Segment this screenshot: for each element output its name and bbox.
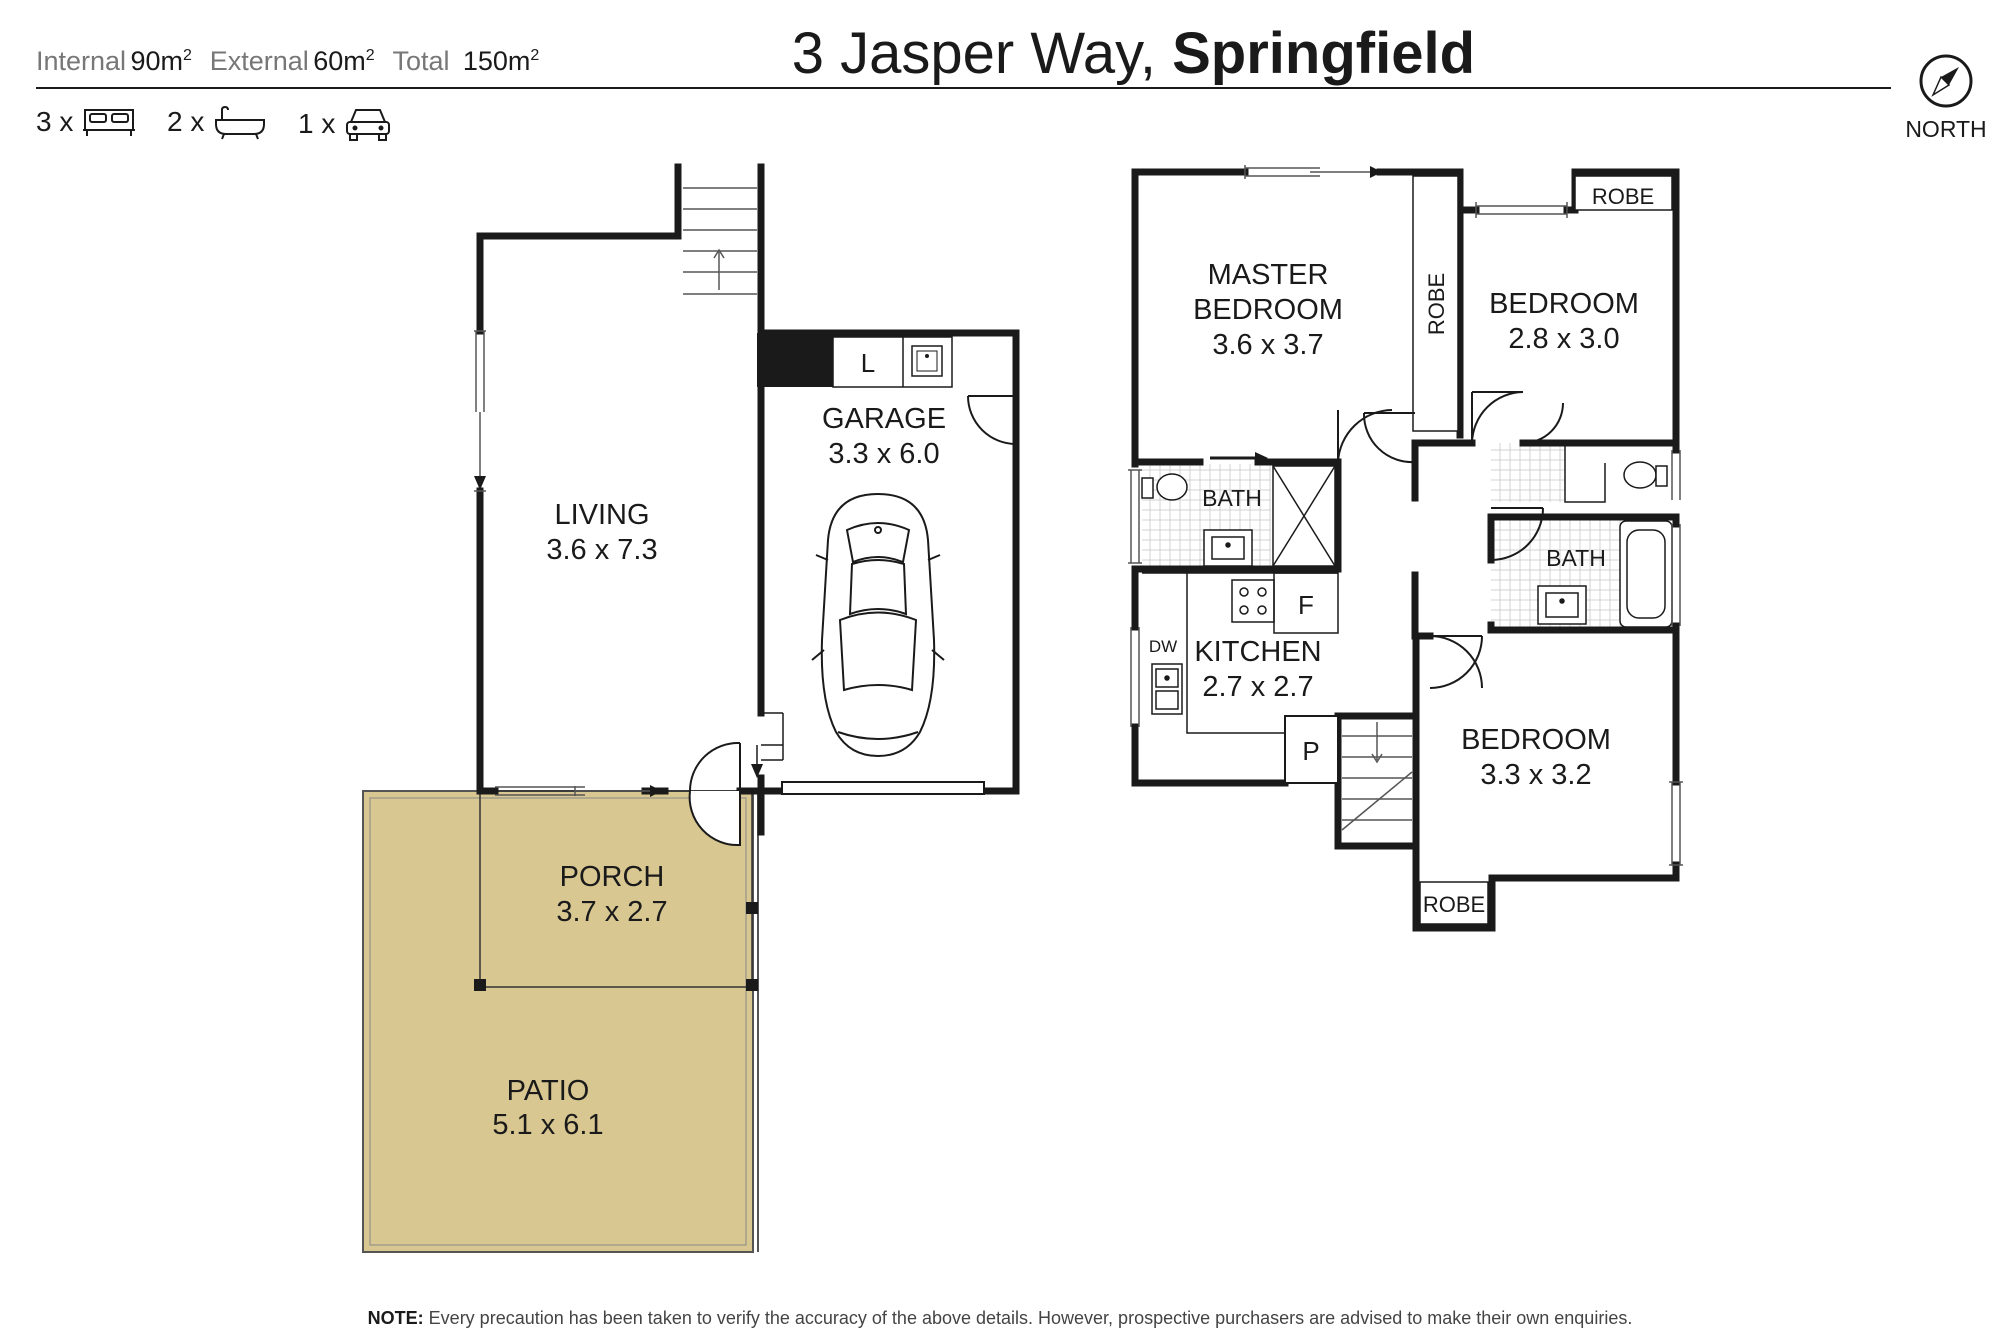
internal-door [756,712,784,770]
porch-door [688,790,741,847]
patio-area [363,791,753,1252]
compass-icon [1919,54,1973,108]
street-address: 3 Jasper Way, [791,21,1156,86]
garage-side-door [967,395,1017,445]
master-window [1244,165,1375,179]
bedroom2-name: BEDROOM [1489,288,1639,320]
bath2-label: BATH [1546,545,1606,571]
stairs-upper [1341,722,1413,831]
bedroom3-robe-label: ROBE [1423,892,1485,917]
patio-name: PATIO [507,1075,590,1107]
internal-value: 90m2 [130,46,192,76]
fridge-label: F [1298,590,1314,620]
dishwasher-label: DW [1149,637,1177,656]
bed-icon [83,109,136,136]
garage-roller-door [781,781,985,795]
bath2-door [1490,507,1544,561]
bedroom2-door [1471,391,1524,444]
bedroom2-size: 2.8 x 3.0 [1508,323,1619,355]
suburb-name: Springfield [1172,21,1475,86]
bedroom3-window [1669,781,1683,866]
disclaimer-note: NOTE: Every precaution has been taken to… [367,1308,1633,1328]
garage-name: GARAGE [822,403,946,435]
kitchen-fixtures [1142,572,1339,734]
compass-label: NORTH [1905,116,1986,142]
master-bedroom-name-2: BEDROOM [1193,294,1343,326]
bathtub-icon [215,105,266,140]
bedroom3-size: 3.3 x 3.2 [1480,759,1591,791]
patio-size: 5.1 x 6.1 [492,1109,603,1141]
laundry-label: L [861,348,875,378]
kitchen-name: KITCHEN [1194,636,1321,668]
kitchen-size: 2.7 x 2.7 [1202,671,1313,703]
master-door [1362,412,1416,464]
external-label: External [209,46,309,76]
master-bedroom-size: 3.6 x 3.7 [1212,329,1323,361]
upper-floor-walls [1131,168,1680,932]
living-window [474,330,486,492]
porch-size: 3.7 x 2.7 [556,896,667,928]
garage-size: 3.3 x 6.0 [828,438,939,470]
bathroom-count: 2 x [167,104,268,140]
car-icon [346,109,391,141]
internal-label: Internal [36,46,127,76]
car-icon [811,492,945,758]
total-label: Total [392,46,450,76]
laundry-tub-icon [911,345,943,377]
pantry [1284,715,1339,784]
living-size: 3.6 x 7.3 [546,534,657,566]
porch-name: PORCH [560,861,665,893]
room-labels: LIVING 3.6 x 7.3 GARAGE 3.3 x 6.0 PORCH … [492,259,1639,1141]
car-space-count: 1 x [298,104,393,144]
laundry-counter [832,336,953,388]
master-robe-label: ROBE [1424,273,1449,335]
bedroom-count: 3 x [36,104,137,140]
stairs-ground [683,187,757,295]
property-address: 3 Jasper Way, Springfield [792,20,1475,87]
total-value: 150m2 [462,46,540,76]
living-sliding-door [495,786,650,796]
bedroom2-robe [1574,175,1673,211]
external-value: 60m2 [313,46,375,76]
bath2-fixtures [1537,461,1673,628]
kitchen-window [1130,627,1140,727]
pantry-label: P [1302,736,1319,766]
bath1-window [1128,469,1142,564]
bath2-window [1671,450,1681,626]
master-robe [1412,175,1459,432]
master-bedroom-name-1: MASTER [1208,259,1329,291]
garage-cupboard [757,333,833,387]
bath1-label: BATH [1202,485,1262,511]
bedroom3-robe [1419,881,1489,925]
bedroom2-robe-label: ROBE [1592,184,1654,209]
area-stats: Internal 90m2 External 60m2 Total 150m2 [36,46,539,77]
bedroom2-window [1475,202,1568,218]
living-name: LIVING [554,499,649,531]
bath1-fixtures [1141,465,1336,567]
bedroom3-name: BEDROOM [1461,724,1611,756]
